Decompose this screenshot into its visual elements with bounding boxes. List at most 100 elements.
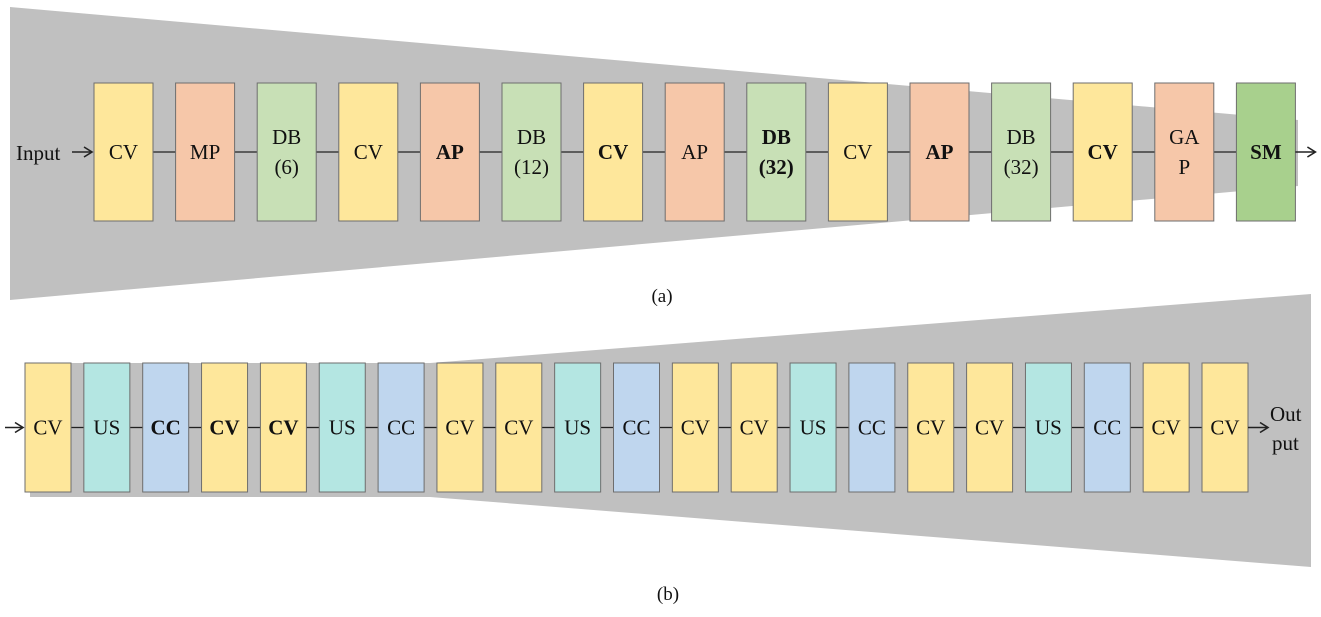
input-label: Input [16,141,60,165]
layer-block-cv: CV [1201,362,1249,493]
layer-block-cv: CV [201,362,249,493]
layer-block-cv: CV [93,82,154,222]
layer-block-rect [789,362,837,493]
layer-block-rect [93,82,154,222]
layer-block-rect [909,82,970,222]
layer-block-label: DB [517,125,546,149]
layer-block-rect [338,82,399,222]
layer-block-label: CV [209,416,239,440]
caption-a: (a) [651,286,672,307]
layer-block-cc: CC [613,362,660,493]
layer-block-label: CV [1088,140,1118,164]
layer-block-label: CV [1210,416,1239,440]
layer-block-cv: CV [1072,82,1133,222]
layer-block-label: CV [975,416,1004,440]
layer-block-rect [583,82,644,222]
layer-block-rect [377,362,425,493]
layer-block-rect [671,362,719,493]
layer-block-rect [848,362,896,493]
layer-block-label: CC [858,416,886,440]
layer-block-label: (6) [274,155,299,179]
input-arrow-b [5,421,25,434]
layer-block-label: CV [681,416,710,440]
layer-block-label: P [1178,155,1190,179]
layer-block-rect [1235,82,1296,222]
panel-b-arrows [5,421,1270,434]
layer-block-label: GA [1169,125,1200,149]
layer-block-label: US [1035,416,1062,440]
layer-block-label: CV [109,140,138,164]
layer-block-label: AP [436,140,464,164]
layer-block-rect [256,82,317,222]
panel-b-funnel-shape [30,294,1311,567]
layer-block-rect [436,362,484,493]
layer-block-rect [419,82,480,222]
caption-b: (b) [657,584,679,605]
layer-block-us: US [554,362,602,493]
layer-block-label: CV [916,416,945,440]
layer-block-cv: CV [827,82,888,222]
layer-block-cc: CC [1083,362,1131,493]
layer-block-rect [907,362,955,493]
layer-block-label: CV [33,416,62,440]
layer-block-label: US [329,416,356,440]
layer-block-label: CV [504,416,533,440]
layer-block-rect [201,362,249,493]
layer-block-label: AP [926,140,954,164]
layer-block-label: CV [268,416,298,440]
layer-block-rect [554,362,602,493]
layer-block-cc: CC [377,362,425,493]
output-arrow-a [1295,146,1317,158]
layer-block-label: US [564,416,591,440]
layer-block-db: DB(6) [256,82,317,222]
layer-block-label: MP [190,140,220,164]
layer-block-gap: GA P [1154,82,1215,222]
layer-block-cv: CV [730,362,778,493]
layer-block-rect [1201,362,1249,493]
layer-block-rect [1142,362,1190,493]
layer-block-label: (32) [759,155,794,179]
layer-block-ap: AP [909,82,970,222]
input-arrow [72,146,94,158]
layer-block-label: CC [387,416,415,440]
layer-block-label: CV [1152,416,1181,440]
layer-block-ap: AP [664,82,725,222]
layer-block-rect [746,82,807,222]
layer-block-label: CV [354,140,383,164]
layer-block-rect [613,362,660,493]
layer-block-cv: CV [907,362,955,493]
layer-block-cv: CV [583,82,644,222]
layer-block-us: US [318,362,366,493]
panel-a-arrows [72,146,1317,158]
layer-block-rect [83,362,131,493]
output-label-line-2: put [1272,431,1299,455]
layer-block-cv: CV [671,362,719,493]
layer-block-label: CC [622,416,650,440]
layer-block-rect [1083,362,1131,493]
layer-block-us: US [83,362,131,493]
layer-block-rect [318,362,366,493]
layer-block-cc: CC [142,362,190,493]
layer-block-cv: CV [259,362,307,493]
layer-block-cv: CV [338,82,399,222]
layer-block-rect [175,82,236,222]
layer-block-rect [1154,82,1215,222]
layer-block-us: US [1024,362,1072,493]
layer-block-label: DB [762,125,791,149]
layer-block-db: DB (32) [746,82,807,222]
output-arrow [1248,421,1270,434]
layer-block-cc: CC [848,362,896,493]
layer-block-label: CC [1093,416,1121,440]
panel-a-funnel-shape [10,7,1298,300]
layer-block-rect [24,362,72,493]
layer-block-cv: CV [436,362,484,493]
layer-block-label: CC [151,416,181,440]
layer-block-rect [966,362,1014,493]
layer-block-rect [664,82,725,222]
layer-block-db: DB(12) [501,82,562,222]
